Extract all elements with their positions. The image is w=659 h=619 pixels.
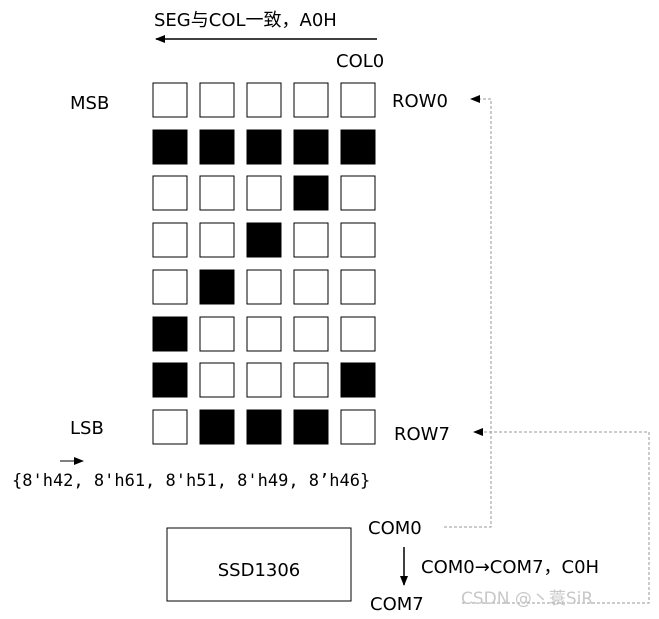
pixel-cell-r3-c2 <box>246 222 282 258</box>
pixel-cell-r5-c4 <box>340 316 376 352</box>
pixel-cell-r0-c2 <box>246 82 282 118</box>
pixel-cell-r1-c4 <box>340 129 376 165</box>
pixel-cell-r1-c1 <box>199 129 235 165</box>
pixel-cell-r2-c1 <box>199 175 235 211</box>
pixel-cell-r2-c0 <box>152 175 188 211</box>
pixel-cell-r7-c1 <box>199 409 235 445</box>
pixel-cell-r0-c0 <box>152 82 188 118</box>
pixel-cell-r4-c0 <box>152 269 188 305</box>
pixel-cell-r4-c2 <box>246 269 282 305</box>
pixel-cell-r4-c1 <box>199 269 235 305</box>
com0-label: COM0 <box>368 518 422 539</box>
watermark: CSDN @丶蓑SiR <box>461 589 593 609</box>
pixel-cell-r0-c1 <box>199 82 235 118</box>
pixel-cell-r1-c0 <box>152 129 188 165</box>
pixel-cell-r6-c3 <box>293 362 329 398</box>
ssd1306-label: SSD1306 <box>218 560 301 581</box>
pixel-cell-r2-c3 <box>293 175 329 211</box>
pixel-cell-r5-c2 <box>246 316 282 352</box>
pixel-cell-r0-c3 <box>293 82 329 118</box>
pixel-cell-r6-c0 <box>152 362 188 398</box>
pixel-cell-r7-c4 <box>340 409 376 445</box>
msb-label: MSB <box>70 93 109 114</box>
pixel-cell-r1-c2 <box>246 129 282 165</box>
pixel-cell-r4-c3 <box>293 269 329 305</box>
pixel-cell-r4-c4 <box>340 269 376 305</box>
pixel-cell-r7-c3 <box>293 409 329 445</box>
pixel-cell-r7-c0 <box>152 409 188 445</box>
pixel-cell-r6-c4 <box>340 362 376 398</box>
row0-label: ROW0 <box>392 91 448 112</box>
pixel-cell-r3-c3 <box>293 222 329 258</box>
ssd1306-box <box>166 527 352 602</box>
pixel-cell-r3-c1 <box>199 222 235 258</box>
pixel-cell-r3-c4 <box>340 222 376 258</box>
pixel-cell-r1-c3 <box>293 129 329 165</box>
lsb-label: LSB <box>70 418 104 439</box>
pixel-grid <box>152 82 376 445</box>
pixel-cell-r5-c1 <box>199 316 235 352</box>
pixel-cell-r2-c2 <box>246 175 282 211</box>
data-values: {8'h42, 8'h61, 8'h51, 8'h49, 8’h46} <box>12 471 370 491</box>
com7-label: COM7 <box>370 594 424 615</box>
com0-to-row0-connector <box>444 95 492 528</box>
row7-label: ROW7 <box>394 424 450 445</box>
pixel-cell-r7-c2 <box>246 409 282 445</box>
direction-label: SEG与COL一致，A0H <box>154 10 337 31</box>
pixel-cell-r0-c4 <box>340 82 376 118</box>
pixel-cell-r6-c2 <box>246 362 282 398</box>
pixel-cell-r2-c4 <box>340 175 376 211</box>
pixel-cell-r5-c3 <box>293 316 329 352</box>
pixel-cell-r5-c0 <box>152 316 188 352</box>
pixel-cell-r6-c1 <box>199 362 235 398</box>
col0-label: COL0 <box>336 51 384 72</box>
pixel-cell-r3-c0 <box>152 222 188 258</box>
scan-direction-label: COM0→COM7，C0H <box>421 557 599 578</box>
com7-to-row7-connector <box>462 428 650 604</box>
